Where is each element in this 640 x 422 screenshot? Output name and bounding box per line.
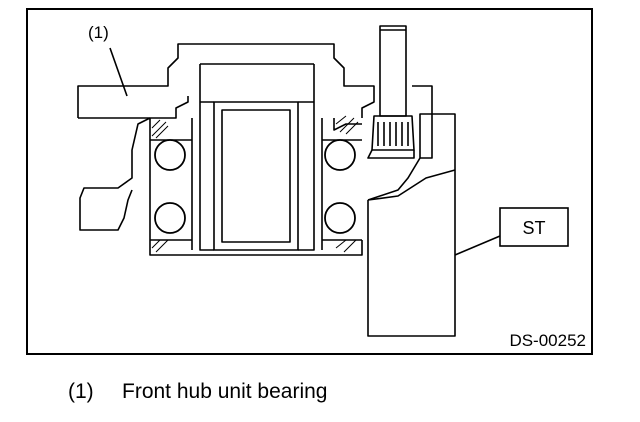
caption-number: (1) [68, 380, 94, 403]
hub-bolt-shank [379, 25, 407, 117]
tool-label: ST [522, 218, 545, 238]
hub-bearing-diagram: (1) ST DS-00252 [26, 8, 593, 355]
bearing-ball [324, 202, 356, 234]
inner-bore [199, 63, 315, 102]
bearing-ball [324, 139, 356, 171]
bearing-ball [154, 202, 186, 234]
figure-code: DS-00252 [509, 331, 586, 350]
tool-label-box [499, 207, 569, 247]
tool-leader [454, 235, 501, 256]
hub-flange [77, 43, 375, 118]
hub-housing [79, 117, 176, 256]
callout-leader [109, 47, 128, 97]
callout-label: (1) [88, 23, 109, 42]
bearing-ball [154, 139, 186, 171]
figure-caption: (1) Front hub unit bearing [68, 380, 327, 404]
diagram-frame [26, 8, 593, 355]
bore-sleeve [213, 101, 299, 251]
caption-text: Front hub unit bearing [122, 380, 328, 403]
st-tool-block [367, 113, 456, 337]
